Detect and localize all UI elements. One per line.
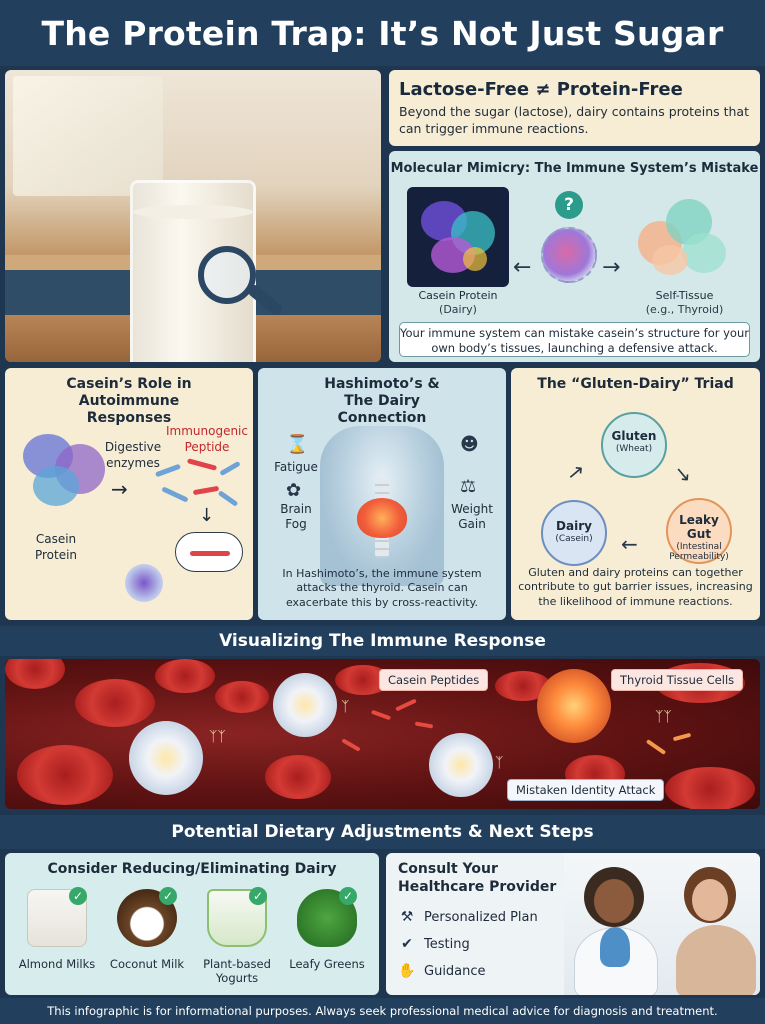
casein-protein-image <box>19 430 115 510</box>
peptide-fragment <box>186 458 218 471</box>
thought-bubble <box>175 532 243 572</box>
peptide-fragment <box>217 490 239 507</box>
magnifier-icon <box>198 246 256 304</box>
consult-item-plan: ⚒Personalized Plan <box>398 909 538 925</box>
food-almond: ✓ Almond Milks <box>18 887 96 971</box>
peptide-label: Immunogenic Peptide <box>165 424 248 454</box>
casein-role-heading: Casein’s Role in Autoimmune Responses <box>66 376 192 426</box>
page-title: The Protein Trap: It’s Not Just Sugar <box>41 13 724 53</box>
arrow-left-icon: ← <box>513 255 532 280</box>
arrow-right-icon: → <box>602 255 621 280</box>
immune-cell <box>129 721 203 795</box>
triad-note: Gluten and dairy proteins can together c… <box>518 566 753 608</box>
self-tissue-image <box>632 193 737 285</box>
arrow-right-icon: → <box>111 477 128 501</box>
mimicry-note: Your immune system can mistake casein’s … <box>399 322 750 357</box>
casein-molecule-image <box>407 187 509 287</box>
arrow-down-icon: ↓ <box>199 505 215 526</box>
immune-cell-icon <box>125 564 163 602</box>
immune-cell-icon <box>541 227 597 283</box>
thyroid-icon <box>357 498 407 538</box>
brain-icon: ✿ <box>286 480 302 501</box>
casein-label: Casein Protein (Dairy) <box>418 289 498 316</box>
food-greens: ✓ Leafy Greens <box>289 887 365 971</box>
arrow-icon: → <box>668 459 698 489</box>
mimicry-panel: Molecular Mimicry: The Immune System’s M… <box>389 151 760 362</box>
hashimoto-panel: Hashimoto’s & The Dairy Connection ⌛ Fat… <box>258 368 506 620</box>
thyroid-cells-callout: Thyroid Tissue Cells <box>611 669 744 691</box>
kitchen-window <box>13 76 163 196</box>
immune-heading: Visualizing The Immune Response <box>219 631 546 651</box>
enzymes-label: Digestive enzymes <box>104 440 162 470</box>
immune-cell <box>273 673 337 737</box>
triad-heading: The “Gluten-Dairy” Triad <box>537 376 734 392</box>
lactose-body: Beyond the sugar (lactose), dairy contai… <box>399 104 749 136</box>
food-yogurt: ✓ Plant-based Yogurts <box>203 887 271 986</box>
triad-panel: The “Gluten-Dairy” Triad Gluten(Wheat) D… <box>511 368 760 620</box>
title-bar: The Protein Trap: It’s Not Just Sugar <box>0 0 765 66</box>
immune-cell <box>429 733 493 797</box>
consult-item-guidance: ✋Guidance <box>398 963 486 979</box>
food-coconut: ✓ Coconut Milk <box>109 887 185 971</box>
check-icon: ✓ <box>339 887 357 905</box>
wrench-icon: ⚒ <box>400 909 414 925</box>
footer-disclaimer: This infographic is for informational pu… <box>0 998 765 1024</box>
dairy-node: Dairy(Casein) <box>541 500 607 566</box>
scale-icon: ⚖ <box>460 476 477 497</box>
tissue-label: Self-Tissue (e.g., Thyroid) <box>645 289 724 316</box>
immune-illustration: ᛉᛉ ᛉ ᛉ ᛉᛉ Casein Peptides Thyroid Tissue… <box>5 659 760 809</box>
consult-panel: Consult Your Healthcare Provider ⚒Person… <box>386 853 760 995</box>
brain-fog-label: Brain Fog <box>280 502 312 531</box>
milk-surface <box>133 205 253 219</box>
arrow-icon: ← <box>621 532 638 556</box>
thyroid-cell <box>537 669 611 743</box>
check-icon: ✓ <box>69 887 87 905</box>
milk-glass-photo <box>5 70 381 362</box>
arrow-icon: → <box>561 457 590 487</box>
leaky-gut-node: Leaky Gut(Intestinal Permeability) <box>666 498 732 564</box>
consult-item-testing: ✔Testing <box>398 936 470 952</box>
diet-panel: Consider Reducing/Eliminating Dairy ✓ Al… <box>5 853 379 995</box>
hand-icon: ✋ <box>398 963 416 979</box>
steps-band: Potential Dietary Adjustments & Next Ste… <box>0 815 765 849</box>
casein-role-panel: Casein’s Role in Autoimmune Responses Di… <box>5 368 253 620</box>
hashimoto-note: In Hashimoto’s, the immune system attack… <box>282 567 482 609</box>
head-icon: ☻ <box>460 434 479 455</box>
doctor-consult-photo <box>564 853 760 995</box>
mimicry-heading: Molecular Mimicry: The Immune System’s M… <box>390 161 759 176</box>
peptide-fragment <box>192 485 220 496</box>
fatigue-label: Fatigue <box>274 460 318 474</box>
mistaken-attack-callout: Mistaken Identity Attack <box>507 779 665 801</box>
lactose-panel: Lactose-Free ≠ Protein-Free Beyond the s… <box>389 70 760 146</box>
gluten-node: Gluten(Wheat) <box>601 412 667 478</box>
casein-protein-label: Casein Protein <box>34 532 78 562</box>
steps-heading: Potential Dietary Adjustments & Next Ste… <box>171 822 594 842</box>
casein-peptides-callout: Casein Peptides <box>379 669 489 691</box>
check-icon: ✓ <box>249 887 267 905</box>
check-circle-icon: ✔ <box>401 936 413 952</box>
peptide-fragment <box>219 460 241 477</box>
hashimoto-heading: Hashimoto’s & The Dairy Connection <box>324 376 440 426</box>
peptide-fragment <box>161 486 189 503</box>
lactose-heading: Lactose-Free ≠ Protein-Free <box>399 79 683 100</box>
question-icon: ? <box>555 191 583 219</box>
consult-heading: Consult Your Healthcare Provider <box>398 861 557 895</box>
check-icon: ✓ <box>159 887 177 905</box>
immune-band: Visualizing The Immune Response <box>0 626 765 656</box>
weight-gain-label: Weight Gain <box>451 502 493 531</box>
hourglass-icon: ⌛ <box>286 434 309 455</box>
diet-heading: Consider Reducing/Eliminating Dairy <box>47 861 337 877</box>
